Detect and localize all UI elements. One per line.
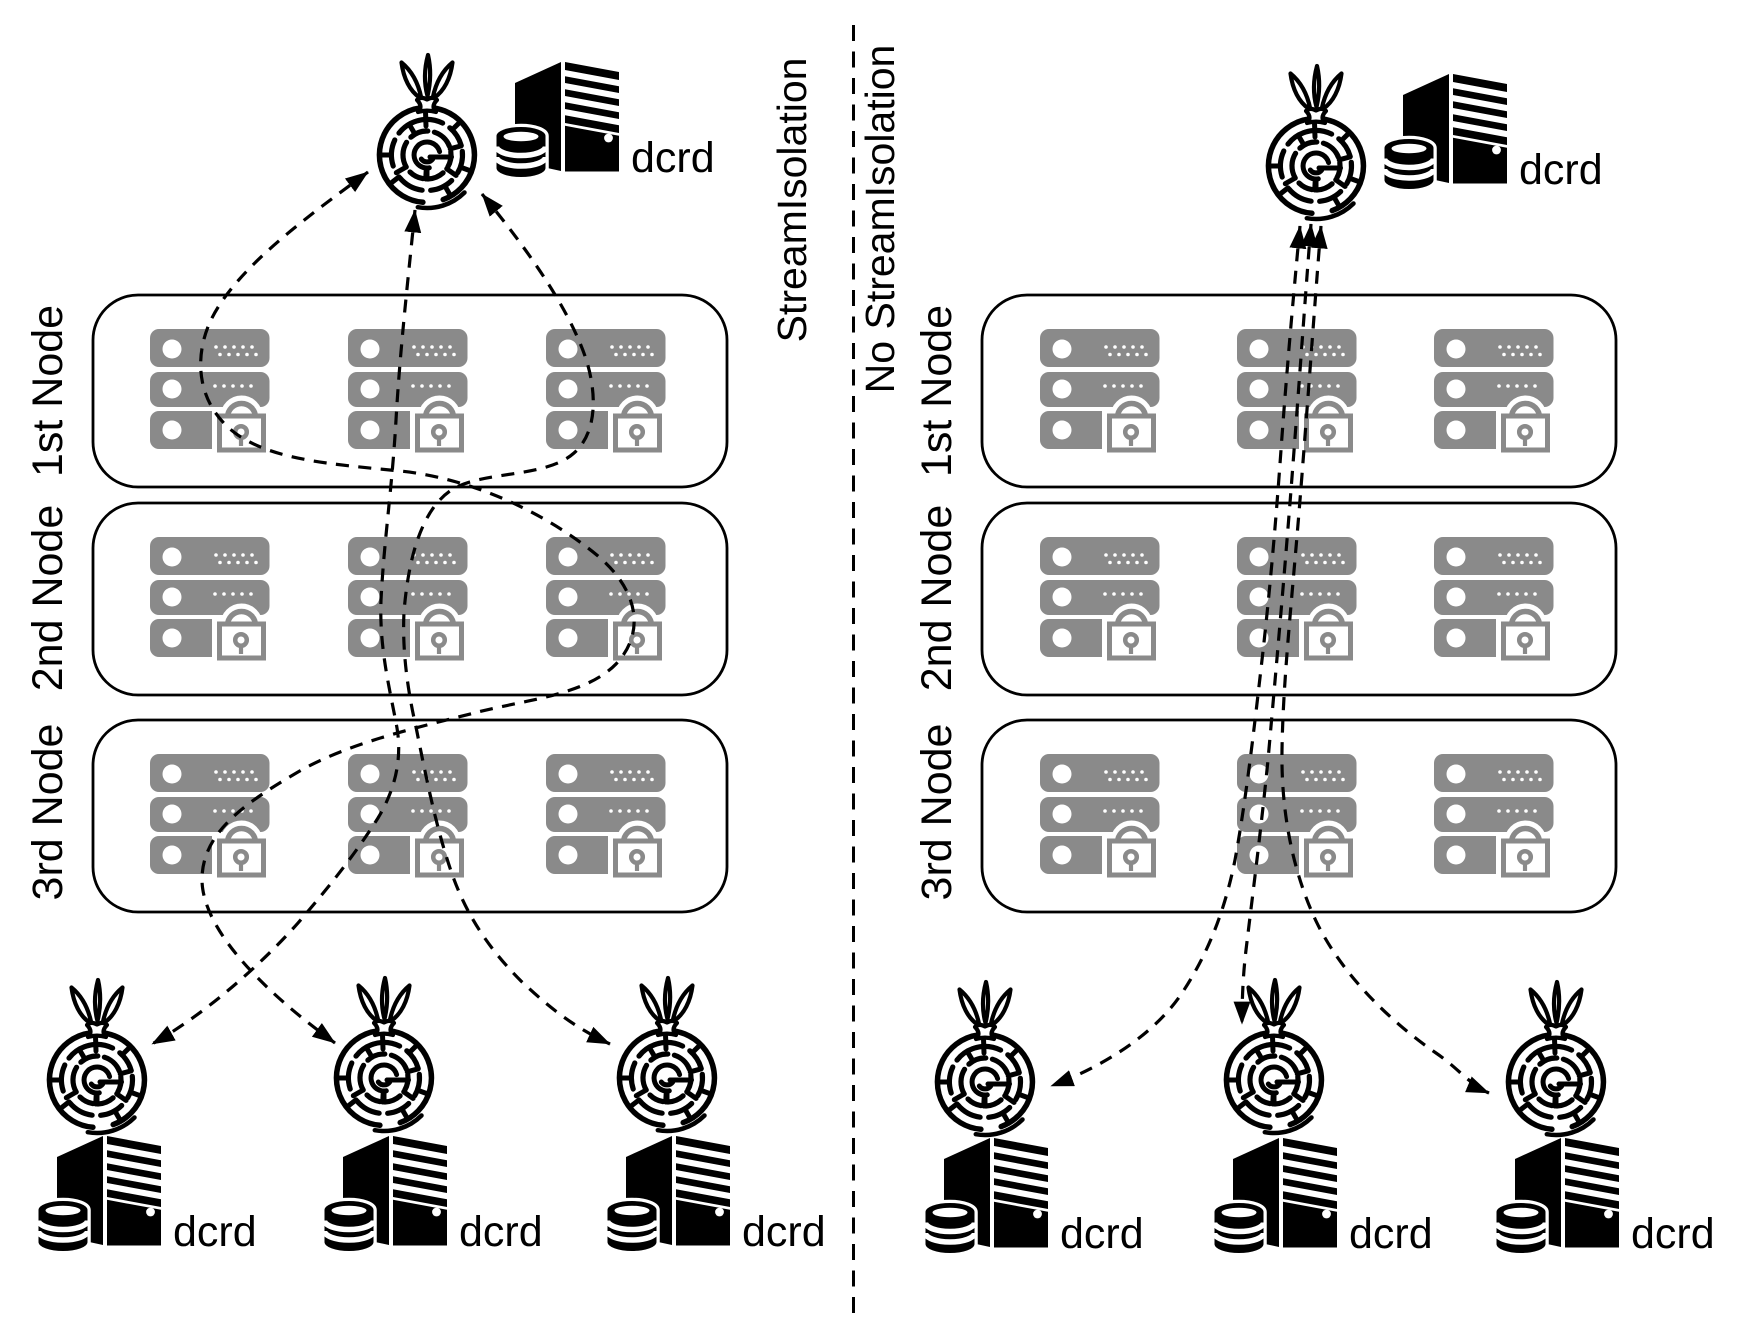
- svg-text:StreamIsolation: StreamIsolation: [769, 58, 815, 343]
- svg-text:1st Node: 1st Node: [913, 305, 961, 477]
- svg-text:No StreamIsolation: No StreamIsolation: [857, 45, 903, 394]
- svg-text:2nd Node: 2nd Node: [913, 505, 961, 692]
- svg-text:1st Node: 1st Node: [24, 305, 72, 477]
- svg-text:2nd Node: 2nd Node: [24, 505, 72, 692]
- svg-text:3rd Node: 3rd Node: [24, 724, 72, 901]
- svg-text:3rd Node: 3rd Node: [913, 724, 961, 901]
